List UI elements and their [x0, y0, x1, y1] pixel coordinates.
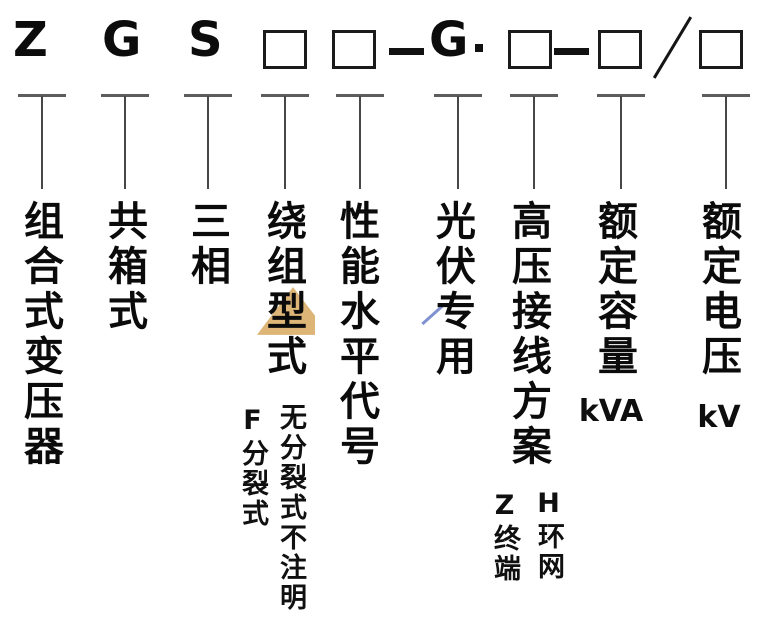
- label-winding-type: 绕组型式: [260, 200, 306, 380]
- label-combined-transformer: 组合式变压器: [17, 200, 63, 470]
- code-box-5: [699, 30, 743, 69]
- code-letter-s: S: [188, 12, 223, 68]
- code-box-2: [332, 30, 376, 69]
- connector-bar-5: [336, 94, 384, 97]
- connector-stem-7: [533, 96, 535, 189]
- connector-bar-1: [18, 94, 66, 97]
- label-rated-capacity: 额定容量: [591, 200, 637, 380]
- code-dash-2: [554, 48, 589, 55]
- label-common-box-type: 共箱式: [101, 200, 147, 335]
- connector-bar-6: [434, 94, 482, 97]
- connector-bar-9: [702, 94, 750, 97]
- note-z-terminal: Z终端: [489, 490, 520, 584]
- unit-kva: kVA: [578, 394, 644, 429]
- unit-kv: kV: [697, 400, 741, 435]
- note-f-split-type: F分裂式: [237, 405, 268, 529]
- label-rated-voltage: 额定电压: [695, 200, 741, 380]
- connector-stem-3: [207, 96, 209, 189]
- code-slash: [652, 16, 693, 79]
- connector-bar-2: [101, 94, 149, 97]
- label-performance-level-code: 性能水平代号: [333, 200, 379, 470]
- code-dash-1: [389, 48, 424, 55]
- connector-stem-4: [284, 96, 286, 189]
- connector-stem-1: [41, 96, 43, 189]
- connector-bar-8: [597, 94, 645, 97]
- code-box-1: [263, 30, 307, 69]
- connector-stem-9: [725, 96, 727, 189]
- code-separator-dot: [475, 44, 483, 52]
- code-box-3: [508, 30, 552, 69]
- connector-stem-6: [457, 96, 459, 189]
- connector-stem-8: [620, 96, 622, 189]
- connector-bar-7: [510, 94, 558, 97]
- code-box-4: [598, 30, 642, 69]
- note-h-ring-main: H环网: [533, 488, 564, 582]
- code-letter-g2: G: [429, 12, 469, 68]
- connector-stem-2: [124, 96, 126, 189]
- label-photovoltaic-dedicated: 光伏专用: [429, 200, 475, 380]
- connector-stem-5: [359, 96, 361, 189]
- code-letter-g1: G: [102, 12, 142, 68]
- label-three-phase: 三相: [184, 200, 230, 290]
- code-letter-z: Z: [13, 12, 48, 68]
- note-no-split-unmarked: 无分裂式不注明: [275, 403, 306, 613]
- connector-bar-4: [261, 94, 309, 97]
- connector-bar-3: [184, 94, 232, 97]
- label-hv-wiring-scheme: 高压接线方案: [505, 200, 551, 470]
